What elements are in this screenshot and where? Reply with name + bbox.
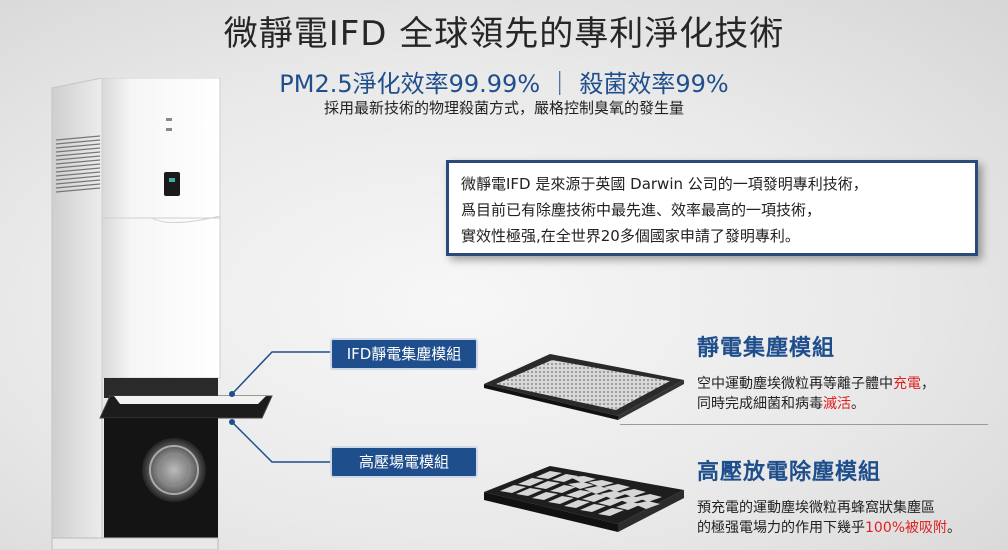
high-voltage-filter-image [484,466,684,532]
highlight-text: 滅活 [823,396,851,412]
highlight-text: 充電 [893,376,921,392]
desc-text: 同時完成細菌和病毒 [697,396,823,412]
electrostatic-filter-image [484,354,684,420]
section-divider [620,424,988,425]
info-line: 實效性極强,在全世界20多個國家申請了發明專利。 [461,227,800,245]
desc-line: 預充電的運動塵埃微粒再蜂窩狀集塵區 [697,500,935,516]
desc-line: 的極强電場力的作用下幾乎100%被吸附。 [697,518,997,538]
desc-line: 同時完成細菌和病毒滅活。 [697,394,997,414]
hv-module-title: 高壓放電除塵模組 [697,460,882,485]
desc-line: 空中運動塵埃微粒再等離子體中充電， [697,374,997,394]
page-title: 微靜電IFD 全球領先的專利淨化技術 [223,14,785,54]
info-box: 微靜電IFD 是來源于英國 Darwin 公司的一項發明專利技術， 爲目前已有除… [446,160,978,256]
ifd-module-label: IFD靜電集塵模組 [330,338,478,370]
electrostatic-module-description: 空中運動塵埃微粒再等離子體中充電， 同時完成細菌和病毒滅活。 [697,374,997,414]
desc-text: 空中運動塵埃微粒再等離子體中 [697,376,893,392]
info-line: 微靜電IFD 是來源于英國 Darwin 公司的一項發明專利技術， [461,175,868,193]
info-line: 爲目前已有除塵技術中最先進、效率最高的一項技術， [461,201,822,219]
desc-text: 。 [851,396,865,412]
highlight-text: 100%被吸附 [865,520,948,536]
subtitle: PM2.5淨化效率99.99% ｜ 殺菌效率99% [279,70,729,98]
tagline: 採用最新技術的物理殺菌方式，嚴格控制臭氧的發生量 [323,99,684,117]
desc-text: 的極强電場力的作用下幾乎 [697,520,865,536]
desc-text: 。 [947,520,962,536]
hv-module-description: 預充電的運動塵埃微粒再蜂窩狀集塵區 的極强電場力的作用下幾乎100%被吸附。 [697,498,997,538]
electrostatic-module-title: 靜電集塵模組 [697,336,836,361]
air-purifier-illustration [51,78,273,550]
desc-text: ， [921,376,935,392]
hv-module-label: 高壓場電模組 [330,446,478,478]
